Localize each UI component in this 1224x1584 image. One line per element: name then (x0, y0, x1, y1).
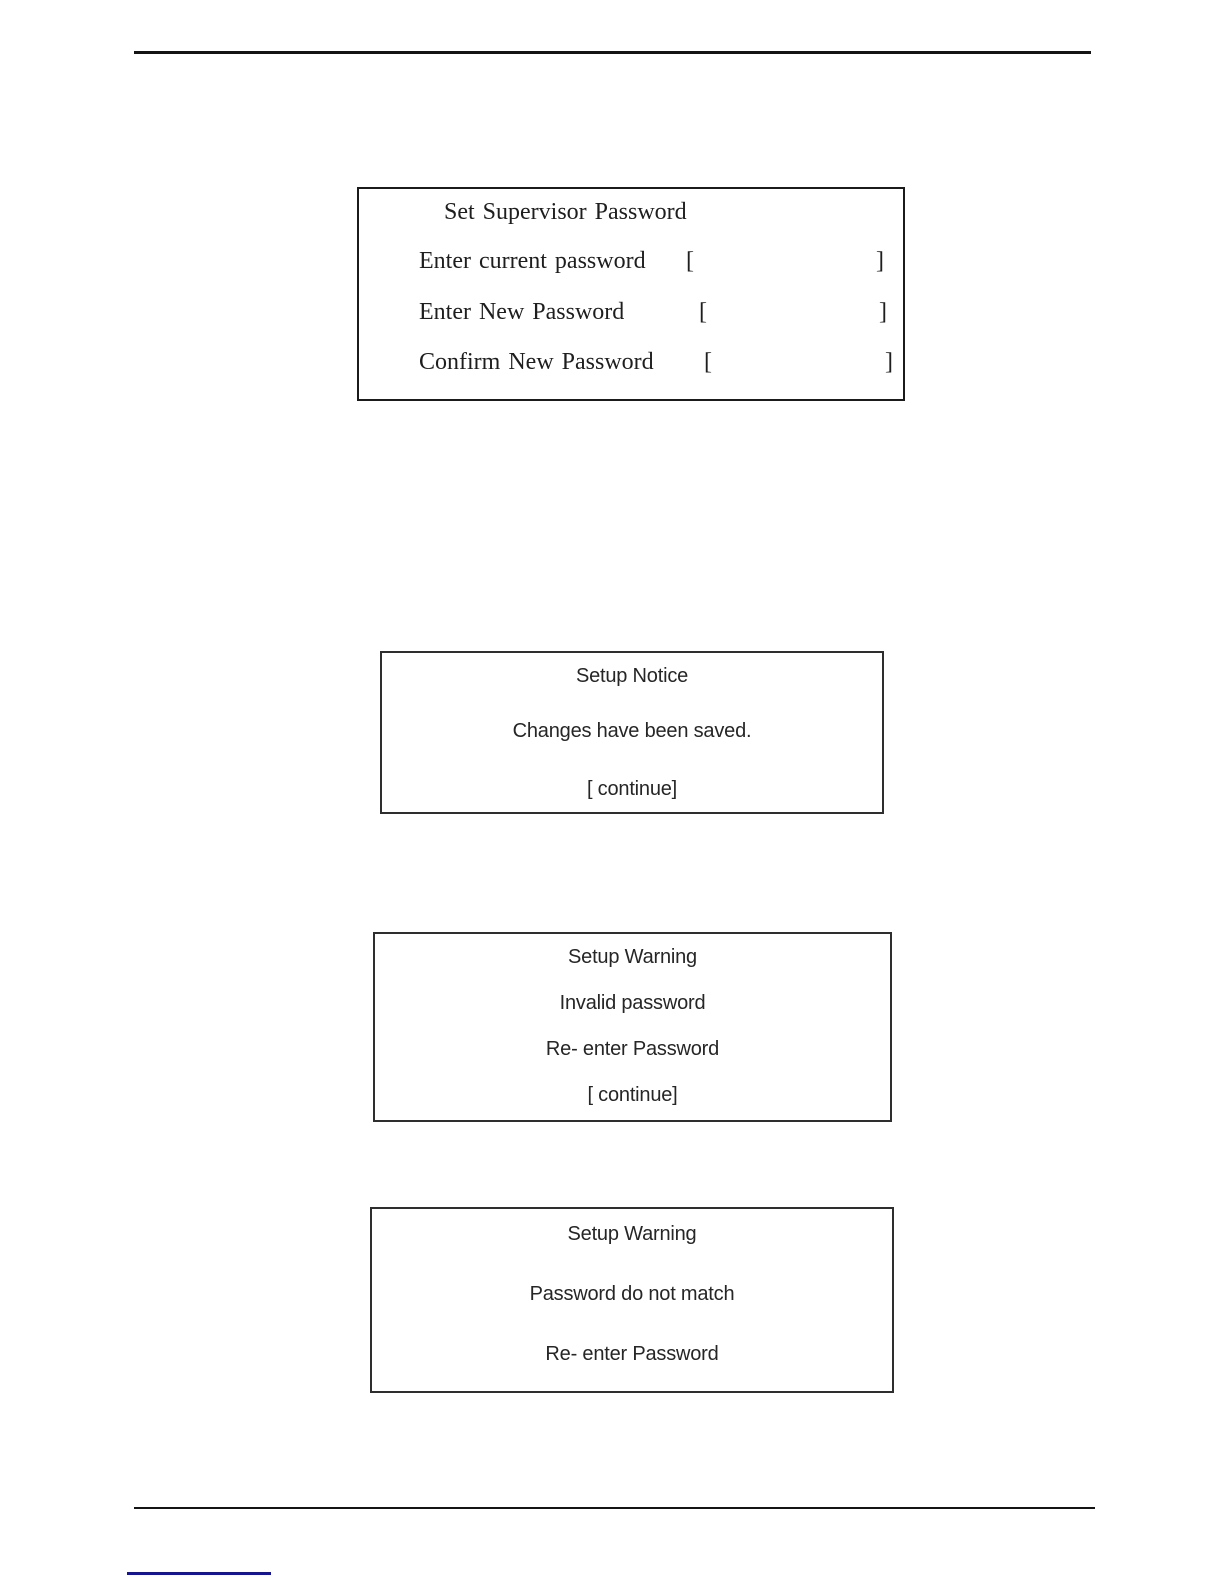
bracket-close: ] (885, 349, 893, 375)
bracket-open: [ (686, 248, 694, 274)
current-password-row: Enter current password [ ] (359, 246, 903, 276)
bracket-open: [ (699, 299, 707, 325)
warning-message: Invalid password (559, 992, 706, 1014)
bracket-close: ] (879, 299, 887, 325)
setup-warning-invalid-dialog: Setup Warning Invalid password Re- enter… (373, 932, 892, 1122)
dialog-title: Setup Warning (567, 1223, 697, 1245)
bracket-open: [ (704, 349, 712, 375)
warning-instruction: Re- enter Password (545, 1038, 720, 1060)
continue-button[interactable]: [ continue] (586, 778, 678, 800)
continue-button[interactable]: [ continue] (587, 1084, 678, 1106)
new-password-label: Enter New Password (419, 299, 625, 325)
setup-warning-mismatch-dialog: Setup Warning Password do not match Re- … (370, 1207, 894, 1393)
notice-message: Changes have been saved. (512, 720, 752, 742)
dialog-title: Set Supervisor Password (444, 199, 687, 225)
setup-notice-dialog: Setup Notice Changes have been saved. [ … (380, 651, 884, 814)
current-password-label: Enter current password (419, 248, 646, 274)
dialog-title: Setup Warning (568, 946, 697, 968)
set-supervisor-password-dialog: Set Supervisor Password Enter current pa… (357, 187, 905, 401)
confirm-password-field[interactable] (720, 347, 879, 377)
bracket-close: ] (876, 248, 884, 274)
page-header-rule (134, 51, 1091, 54)
new-password-field[interactable] (715, 297, 873, 327)
confirm-password-row: Confirm New Password [ ] (359, 347, 903, 377)
confirm-password-label: Confirm New Password (419, 349, 654, 375)
dialog-title: Setup Notice (575, 665, 689, 687)
current-password-field[interactable] (702, 246, 870, 276)
footer-link-underline[interactable] (127, 1572, 271, 1575)
warning-instruction: Re- enter Password (545, 1343, 719, 1365)
new-password-row: Enter New Password [ ] (359, 297, 903, 327)
page-footer-rule (134, 1507, 1095, 1509)
warning-message: Password do not match (529, 1283, 735, 1305)
